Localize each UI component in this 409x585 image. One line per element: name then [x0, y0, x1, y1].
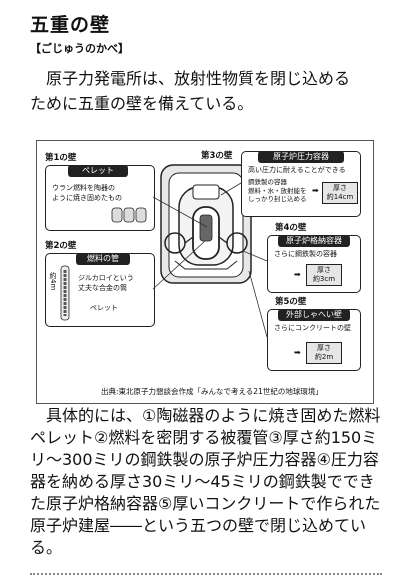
wall4-header: 原子炉格納容器 [278, 235, 350, 247]
wall1-desc: ウラン燃料を陶器の ように焼き固めたもの [52, 184, 122, 203]
wall2-desc-line-1: ジルカロイという [78, 274, 134, 282]
wall2-header: 燃料の管 [76, 253, 130, 265]
wall3-sub-line-1: 鋼鉄製の容器 [248, 178, 287, 186]
wall3-box: 原子炉圧力容器 高い圧力に耐えることができる 鋼鉄製の容器 燃料・水・放射能を … [241, 151, 361, 217]
wall2-desc: ジルカロイという 丈夫な合金の筒 [78, 274, 150, 293]
pellet-callout: ペレット [90, 304, 118, 312]
wall5-desc: さらにコンクリートの壁 [274, 324, 351, 332]
wall3-subdesc: 鋼鉄製の容器 燃料・水・放射能を しっかり封じ込める [248, 178, 316, 204]
tube-length: 約4m [49, 272, 57, 291]
lead-line-2: ために五重の壁を備えている。 [30, 94, 254, 113]
body-paragraph: 具体的には、①陶磁器のように焼き固めた燃料ペレット②燃料を密閉する被覆管③厚さ約… [30, 406, 381, 557]
wall1-box: ペレット ウラン燃料を陶器の ように焼き固めたもの [45, 165, 155, 231]
wall5-thickness-value: 約2m [314, 353, 334, 361]
wall2-box: 燃料の管 約4m ジルカロイという 丈夫な合金の筒 ペレット [45, 253, 155, 327]
wall3-label: 第3の壁 [201, 151, 233, 161]
thickness-arrow-icon: ➡ [294, 348, 301, 357]
article-title: 五重の壁 [30, 14, 111, 36]
pellets-icon [111, 207, 147, 223]
title-reading: 【ごじゅうのかべ】 [30, 42, 129, 55]
wall1-header: ペレット [68, 165, 128, 177]
fuel-tube-icon [60, 265, 70, 321]
wall4-thickness-label: 厚さ [317, 266, 331, 274]
wall1-label: 第1の壁 [45, 153, 77, 163]
wall5-box: 外部しゃへい壁 さらにコンクリートの壁 ➡ 厚さ 約2m [267, 309, 361, 371]
wall3-header: 原子炉圧力容器 [258, 151, 344, 163]
wall4-box: 原子炉格納容器 さらに鋼鉄製の容器 ➡ 厚さ 約3cm [267, 235, 361, 293]
wall3-desc: 高い圧力に耐えることができる [248, 166, 346, 174]
wall5-thickness-label: 厚さ [317, 344, 331, 352]
reactor-building-icon [160, 164, 252, 284]
wall1-desc-line-2: ように焼き固めたもの [52, 193, 122, 202]
wall4-label: 第4の壁 [275, 223, 307, 233]
wall3-sub-line-3: しっかり封じ込める [248, 195, 307, 203]
five-walls-figure: 第1の壁 ペレット ウラン燃料を陶器の ように焼き固めたもの 第2の壁 燃料の管… [36, 140, 374, 404]
connector-lines [152, 182, 268, 338]
lead-line-1: 原子力発電所は、放射性物質を閉じ込める [46, 69, 351, 88]
wall3-sub-line-2: 燃料・水・放射能を [248, 186, 307, 195]
wall3-thickness-label: 厚さ [333, 184, 347, 192]
wall5-header: 外部しゃへい壁 [278, 309, 350, 321]
wall4-desc: さらに鋼鉄製の容器 [274, 250, 337, 258]
dotted-divider [30, 573, 382, 575]
wall2-desc-line-2: 丈夫な合金の筒 [78, 283, 127, 292]
wall3-thickness-badge: 厚さ 約14cm [322, 182, 358, 204]
wall2-label: 第2の壁 [45, 241, 77, 251]
thickness-arrow-icon: ➡ [312, 186, 319, 195]
wall5-thickness-badge: 厚さ 約2m [306, 342, 342, 364]
thickness-arrow-icon: ➡ [294, 270, 301, 279]
figure-source: 出典:東北原子力懇談会作成「みんなで考える21世紀の地球環境」 [101, 387, 323, 396]
wall1-desc-line-1: ウラン燃料を陶器の [52, 184, 115, 192]
lead-paragraph: 原子力発電所は、放射性物質を閉じ込める ために五重の壁を備えている。 [30, 66, 382, 116]
wall4-thickness-value: 約3cm [312, 275, 336, 283]
wall5-label: 第5の壁 [275, 297, 307, 307]
wall4-thickness-badge: 厚さ 約3cm [306, 264, 342, 286]
wall3-thickness-value: 約14cm [326, 193, 354, 201]
